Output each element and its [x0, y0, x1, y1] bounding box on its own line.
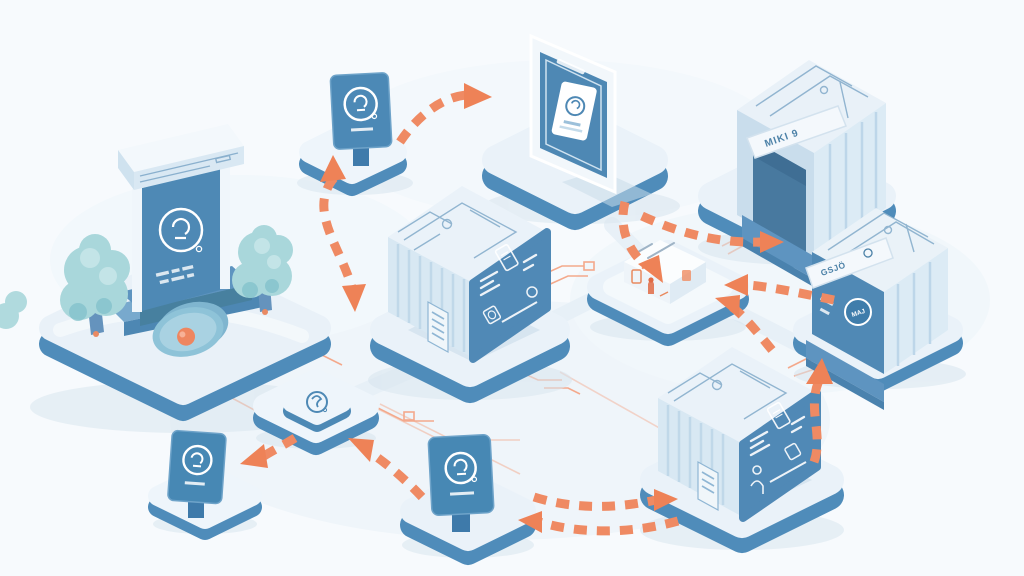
flow-arrow-monitor-to-controller: [618, 200, 663, 283]
side-label-plate: [427, 300, 449, 354]
gate-tray: [742, 215, 812, 278]
flow-arrow-dispenser-to-controller: [724, 274, 835, 305]
server-panel: [469, 228, 551, 363]
badge-swirl-icon: [444, 451, 477, 485]
dispenser-tray: [806, 340, 884, 402]
document-icon: [494, 244, 519, 272]
reel-disc: [152, 301, 229, 357]
gate-sill-plate: MIKI 9: [746, 105, 847, 159]
badge-sign-c: [148, 429, 262, 540]
badge-swirl-icon: [182, 444, 213, 476]
dispenser-badge-icon: MAJ: [844, 298, 872, 326]
flow-arrow-server-b-to-dispenser: [806, 358, 833, 464]
flow-arrow-token-to-sign-c: [240, 434, 298, 468]
monitor-display: [482, 33, 668, 230]
tree-icon: [0, 291, 27, 329]
document-icon: [551, 81, 597, 141]
stamp-icon: [482, 305, 502, 325]
tree-icon: [232, 225, 293, 315]
monitor-screen: [529, 33, 617, 195]
flow-arrows: [240, 83, 835, 536]
flow-arrow-sign-b-to-token: [348, 438, 426, 501]
device-orange-glyphs: [631, 269, 691, 297]
device-box: [624, 240, 706, 304]
server-cube-b: [640, 347, 844, 553]
server-panel: [739, 389, 821, 522]
badge-sign-b: [400, 434, 536, 565]
token-button: [253, 369, 379, 455]
monument-caption-bars: [155, 264, 195, 285]
flow-arrow-sign-a-to-monitor: [396, 83, 492, 145]
flow-arrow-server-b-to-controller: [715, 295, 776, 353]
monument-emblem-icon: [158, 207, 204, 253]
server-cube-a: [370, 186, 570, 403]
stamp-icon: [784, 442, 802, 461]
dispenser-sill-plate: GSJÖ: [805, 237, 894, 289]
svg-text:MAJ: MAJ: [851, 308, 867, 319]
document-icon: [766, 402, 791, 430]
side-label-plate: [697, 460, 719, 512]
figure-icon: [750, 465, 764, 494]
flow-arrow-sign-a-server-a: [319, 155, 366, 312]
badge-swirl-icon: [343, 86, 378, 122]
dispenser-machine: MAJ GSJÖ: [793, 208, 963, 410]
flow-arrow-sign-b-to-server-b: [532, 489, 678, 511]
tree-icon: [60, 234, 130, 337]
flow-arrow-monitor-to-dispenser: [640, 211, 784, 253]
token-glyph-icon: [306, 391, 328, 413]
flow-arrow-server-b-to-sign-b: [518, 511, 680, 536]
